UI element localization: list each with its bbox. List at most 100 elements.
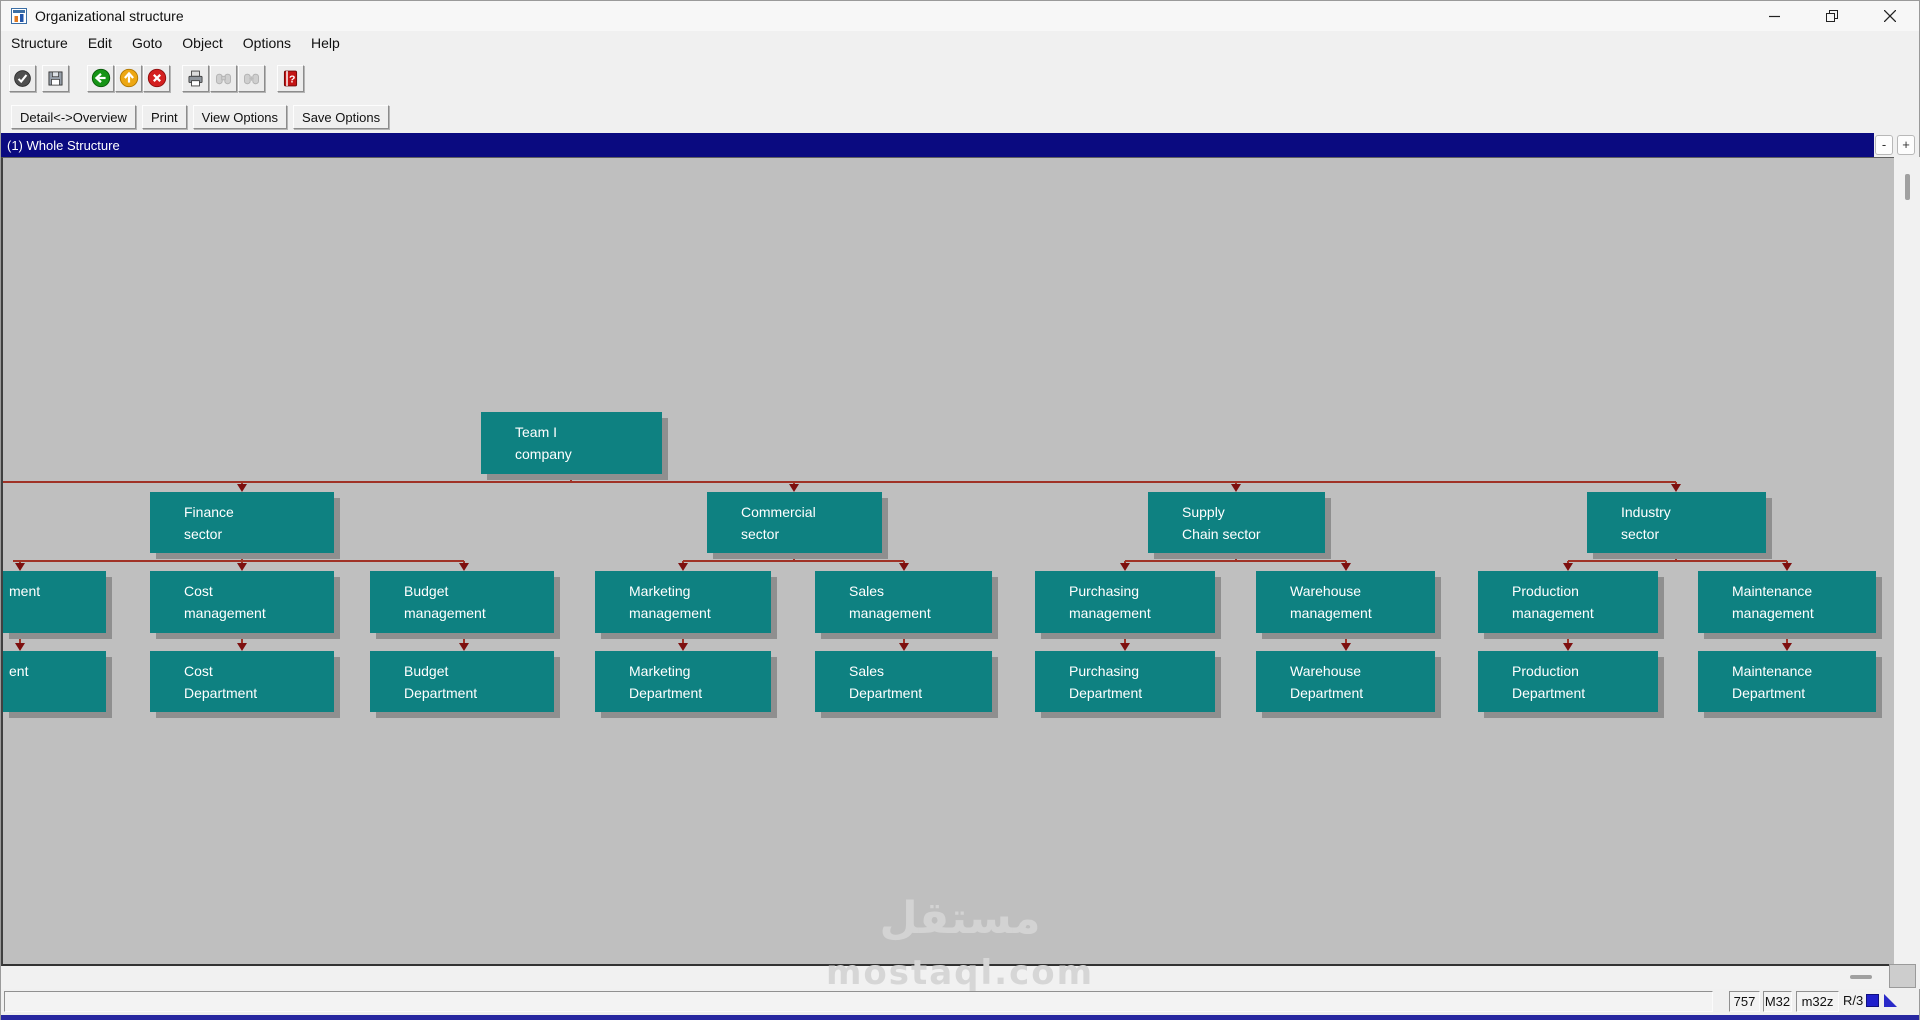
org-node-clipped-department[interactable]: ent	[3, 651, 106, 712]
org-node-label: Production	[1512, 663, 1579, 679]
org-node-label: Maintenance	[1732, 663, 1813, 679]
org-node-label: Department	[1069, 685, 1143, 701]
find-next-button[interactable]	[238, 64, 265, 92]
exit-button[interactable]	[115, 64, 142, 92]
org-node-label: Marketing	[629, 663, 691, 679]
confirm-button[interactable]	[9, 64, 36, 92]
binoculars-icon	[216, 73, 231, 84]
horizontal-scrollbar[interactable]	[1, 966, 1894, 989]
restore-icon	[1826, 10, 1838, 22]
org-node-label: Department	[629, 685, 703, 701]
org-node-label: Sales	[849, 583, 885, 599]
vertical-scroll-thumb[interactable]	[1905, 174, 1910, 200]
scrollbar-corner	[1889, 964, 1916, 988]
org-node-label: Cost	[184, 663, 213, 679]
org-node-label: management	[849, 605, 931, 621]
zoom-in-button[interactable]: +	[1897, 135, 1915, 155]
system-label: R/3	[1843, 993, 1864, 1008]
window-bottom-edge	[1, 1015, 1919, 1020]
detail-overview-button[interactable]: Detail<->Overview	[11, 105, 136, 129]
system-flag-icon	[1884, 994, 1897, 1007]
org-node-label: ment	[9, 583, 41, 599]
org-node-label: Marketing	[629, 583, 691, 599]
org-node-label: Industry	[1621, 504, 1671, 520]
menu-object[interactable]: Object	[182, 35, 223, 51]
org-node-label: management	[629, 605, 711, 621]
menu-options[interactable]: Options	[242, 35, 292, 51]
horizontal-scroll-thumb[interactable]	[1850, 975, 1872, 979]
org-node-label: Department	[404, 685, 478, 701]
cancel-button[interactable]	[143, 64, 170, 92]
org-node-label: Budget	[404, 663, 449, 679]
menu-help[interactable]: Help	[311, 35, 340, 51]
binoculars-plus-icon	[244, 73, 259, 84]
toolbar: ?	[1, 55, 1919, 101]
org-node-production-management[interactable]: Production management	[1478, 571, 1658, 633]
org-node-label: Warehouse	[1290, 663, 1362, 679]
check-circle-icon	[14, 69, 31, 87]
org-node-label: sector	[741, 526, 780, 542]
close-button[interactable]	[1861, 1, 1919, 31]
system-square-icon	[1866, 994, 1879, 1007]
org-node-label: Department	[849, 685, 923, 701]
window-title: Organizational structure	[35, 8, 184, 24]
svg-text:?: ?	[289, 73, 295, 85]
org-connectors	[3, 474, 1792, 651]
view-header: (1) Whole Structure	[1, 133, 1874, 157]
org-node-label: Purchasing	[1069, 663, 1140, 679]
menu-goto[interactable]: Goto	[131, 35, 163, 51]
org-node-cost-management[interactable]: Cost management	[150, 571, 334, 633]
org-node-label: sector	[184, 526, 223, 542]
print-button[interactable]: Print	[141, 105, 187, 129]
find-button[interactable]	[210, 64, 237, 92]
zoom-out-button[interactable]: -	[1875, 135, 1893, 155]
org-node-label: Department	[1290, 685, 1364, 701]
org-node-label: Supply	[1182, 504, 1225, 520]
org-node-label: Sales	[849, 663, 885, 679]
back-button[interactable]	[87, 64, 114, 92]
org-node-sales-management[interactable]: Sales management	[815, 571, 992, 633]
vertical-scrollbar[interactable]	[1894, 157, 1920, 989]
org-node-label: Production	[1512, 583, 1579, 599]
org-node-clipped-management[interactable]: ment	[3, 571, 106, 633]
view-options-button[interactable]: View Options	[192, 105, 288, 129]
save-button[interactable]	[42, 64, 69, 92]
org-node-label: Purchasing	[1069, 583, 1140, 599]
title-bar: Organizational structure	[1, 1, 1919, 31]
org-node-label: management	[184, 605, 266, 621]
zoom-controls: - +	[1874, 133, 1919, 157]
minimize-button[interactable]	[1745, 1, 1803, 31]
save-options-button[interactable]: Save Options	[293, 105, 390, 129]
menu-structure[interactable]: Structure	[11, 35, 68, 51]
org-node-label: Cost	[184, 583, 213, 599]
org-node-label: ent	[9, 663, 29, 679]
restore-button[interactable]	[1803, 1, 1861, 31]
org-node-label: Team I	[515, 424, 558, 440]
help-button[interactable]: ?	[277, 64, 304, 92]
menu-edit[interactable]: Edit	[87, 35, 112, 51]
org-node-label: management	[1512, 605, 1594, 621]
org-node-marketing-management[interactable]: Marketing management	[595, 571, 771, 633]
print-button[interactable]	[182, 64, 209, 92]
status-field-m32: M32	[1763, 991, 1792, 1012]
